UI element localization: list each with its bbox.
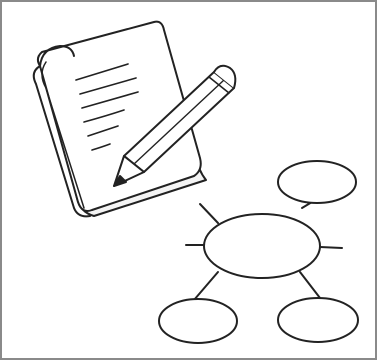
central-node bbox=[204, 214, 320, 278]
connector-stub-right bbox=[320, 247, 342, 248]
node-bottom-left bbox=[159, 299, 237, 343]
node-bottom-right bbox=[278, 298, 358, 342]
connector-bottom-right bbox=[300, 272, 320, 298]
node-top-right bbox=[278, 161, 356, 203]
connector-stub-top-left bbox=[200, 204, 218, 223]
connector-bottom-left bbox=[194, 272, 218, 300]
mind-map-diagram bbox=[159, 161, 358, 343]
